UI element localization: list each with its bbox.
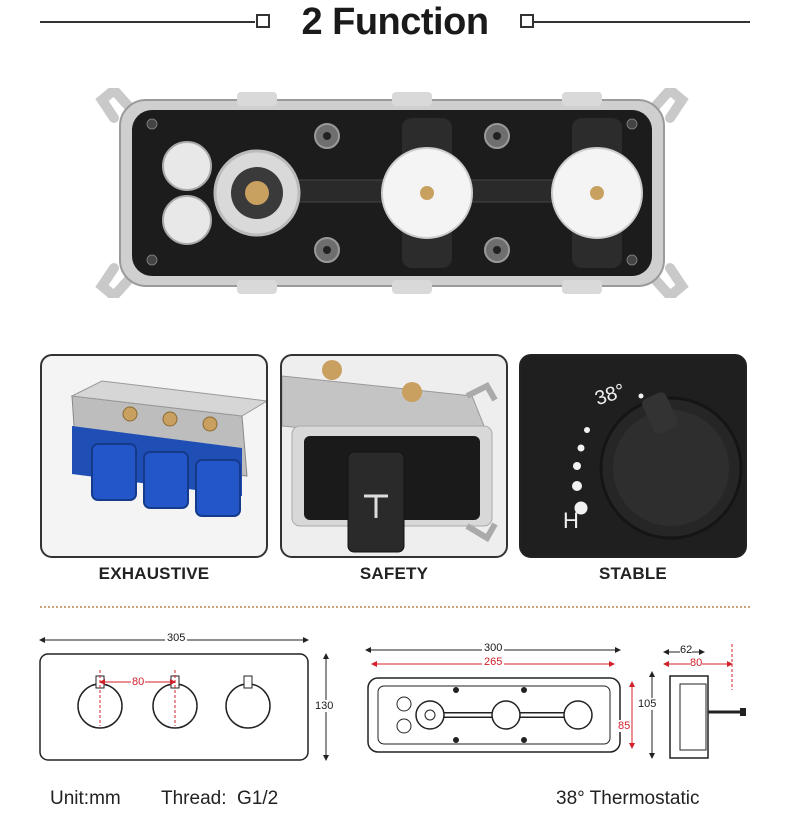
spec-thermostatic: 38° Thermostatic bbox=[556, 788, 700, 809]
feature-label-exhaustive: EXHAUSTIVE bbox=[98, 564, 210, 583]
dim-top-outer-width: 300 bbox=[482, 642, 505, 654]
feature-photo-exhaustive bbox=[40, 354, 268, 558]
valve-closeup-image bbox=[282, 360, 498, 553]
page-title: 2 Function bbox=[301, 1, 489, 43]
section-divider bbox=[40, 606, 750, 608]
feature-label-stable: STABLE bbox=[599, 564, 667, 583]
thermostat-dial-image bbox=[521, 356, 745, 556]
valve-box-photo bbox=[95, 88, 689, 298]
header-rule-left bbox=[40, 21, 255, 23]
feature-label-safety: SAFETY bbox=[359, 564, 429, 583]
blue-valve-box-image bbox=[70, 380, 266, 517]
top-view-drawing bbox=[365, 647, 655, 759]
dim-top-depth: 105 bbox=[638, 698, 657, 710]
dimension-drawings bbox=[39, 637, 746, 761]
header-square-left bbox=[256, 14, 270, 28]
dim-handle-spacing: 80 bbox=[131, 676, 146, 688]
dim-top-inner-depth: 85 bbox=[618, 720, 631, 732]
dim-front-height: 130 bbox=[315, 700, 334, 712]
side-view-drawing bbox=[663, 644, 746, 759]
spec-unit: Unit:mm bbox=[50, 788, 121, 809]
feature-photo-stable: 38° H bbox=[519, 354, 747, 558]
header: 2 Function bbox=[0, 0, 790, 48]
dim-side-depth-large: 80 bbox=[690, 657, 703, 669]
front-view-drawing bbox=[39, 637, 329, 761]
dim-front-width: 305 bbox=[165, 632, 188, 644]
feature-photo-safety bbox=[280, 354, 508, 558]
dial-hot-label: H bbox=[563, 508, 579, 533]
dim-top-inner-width: 265 bbox=[482, 656, 505, 668]
spec-thread: Thread: G1/2 bbox=[161, 788, 279, 809]
dim-side-depth-small: 62 bbox=[680, 644, 693, 656]
header-rule-right bbox=[534, 21, 750, 23]
header-square-right bbox=[520, 14, 534, 28]
